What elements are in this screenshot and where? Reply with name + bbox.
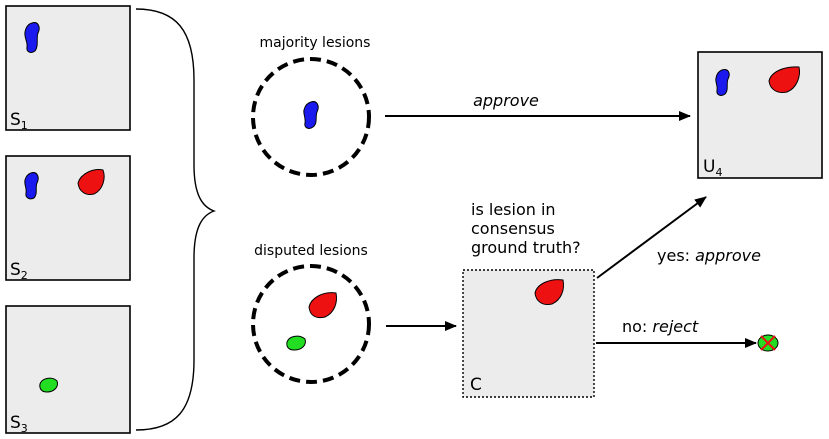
blue-lesion bbox=[24, 22, 40, 53]
majority-lesions-title: majority lesions bbox=[260, 35, 371, 51]
consensus-question-line-1: is lesion in bbox=[471, 200, 556, 219]
red-lesion bbox=[308, 292, 337, 319]
blue-lesion bbox=[715, 69, 730, 96]
red-lesion bbox=[768, 66, 800, 93]
disputed-lesions-title: disputed lesions bbox=[254, 243, 368, 259]
yes-approve-arrow bbox=[596, 196, 707, 279]
red-lesion bbox=[77, 169, 105, 195]
blue-lesion bbox=[303, 101, 319, 129]
yes-approve-label: yes: approve bbox=[657, 246, 761, 265]
source-label-s3: S3 bbox=[10, 413, 28, 435]
consensus-box-label: C bbox=[470, 375, 482, 395]
consensus-question-line-3: ground truth? bbox=[471, 238, 581, 257]
approve-label: approve bbox=[473, 91, 539, 110]
consensus-panel: C bbox=[462, 269, 595, 398]
output-label-u4: U4 bbox=[703, 157, 722, 179]
source-panel-s3: S3 bbox=[5, 305, 131, 435]
source-panel-s2: S2 bbox=[5, 155, 131, 282]
majority-lesions-circle bbox=[251, 57, 371, 177]
consensus-question-line-2: consensus bbox=[471, 219, 555, 238]
green-lesion bbox=[39, 377, 58, 393]
source-label-s2: S2 bbox=[10, 260, 28, 282]
blue-lesion bbox=[24, 172, 39, 200]
no-reject-label: no: reject bbox=[622, 317, 699, 336]
red-lesion bbox=[534, 279, 564, 305]
grouping-brace bbox=[135, 8, 217, 431]
disputed-lesions-circle bbox=[251, 264, 371, 384]
green-lesion bbox=[286, 335, 306, 351]
source-panel-s1: S1 bbox=[5, 5, 131, 132]
source-label-s1: S1 bbox=[10, 110, 28, 132]
rejected-lesion-icon bbox=[757, 334, 779, 352]
output-panel-u4: U4 bbox=[697, 51, 823, 179]
